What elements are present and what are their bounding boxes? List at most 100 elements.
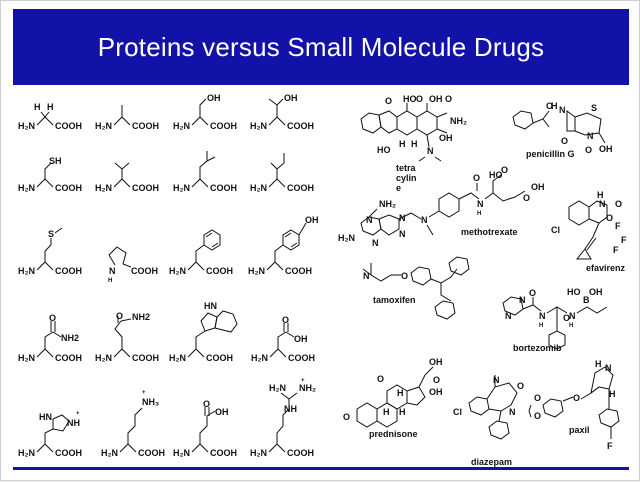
amino-acid-serine: H₂N OH COOH (173, 93, 237, 131)
svg-text:COOH: COOH (132, 353, 159, 363)
svg-text:O: O (573, 393, 580, 403)
svg-text:O: O (534, 411, 541, 421)
svg-text:H₂N: H₂N (173, 121, 190, 131)
svg-text:OH: OH (531, 182, 545, 192)
svg-text:HO: HO (377, 145, 391, 155)
svg-text:O: O (561, 136, 568, 146)
svg-text:Cl: Cl (453, 407, 462, 417)
svg-text:H₂N: H₂N (250, 448, 267, 458)
prednisone-label: prednisone (369, 429, 418, 439)
svg-text:OH: OH (439, 133, 453, 143)
drug-tetracycline: O HO O OH O NH₂ HO H H OH N tetra cylin … (360, 94, 467, 193)
amino-acid-tryptophan: H₂N HN COOH (169, 301, 238, 363)
svg-text:NH₂: NH₂ (379, 199, 396, 209)
amino-acid-glycine: H₂N H H COOH (18, 102, 82, 131)
svg-text:+: + (142, 390, 146, 396)
svg-text:HN: HN (204, 301, 217, 311)
svg-text:COOH: COOH (132, 121, 159, 131)
amino-acid-lysine: H₂N NH₃ + COOH (101, 390, 165, 458)
svg-text:H₂N: H₂N (169, 266, 186, 276)
svg-text:H₂N: H₂N (95, 121, 112, 131)
svg-text:SH: SH (49, 156, 62, 166)
amino-acid-valine: H₂N COOH (95, 162, 159, 193)
svg-text:NH₂: NH₂ (450, 116, 467, 126)
amino-acid-tyrosine: H₂N OH COOH (248, 215, 319, 276)
svg-text:H₂N: H₂N (251, 353, 268, 363)
svg-text:COOH: COOH (55, 121, 82, 131)
svg-text:H: H (477, 211, 481, 217)
svg-text:H₂N: H₂N (95, 183, 112, 193)
svg-text:N: N (569, 311, 576, 321)
svg-text:H₂N: H₂N (250, 121, 267, 131)
diazepam-label: diazepam (471, 457, 512, 467)
svg-text:COOH: COOH (55, 266, 82, 276)
drug-diazepam: N O N Cl diazepam (453, 375, 524, 467)
svg-text:NH: NH (67, 418, 80, 428)
svg-text:H₂N: H₂N (95, 353, 112, 363)
drug-methotrexate: NH₂ H₂N N N N N N O N H HO O OH O methot… (338, 165, 545, 248)
svg-text:H₂N: H₂N (101, 448, 118, 458)
svg-text:H: H (47, 102, 54, 112)
svg-text:H₂N: H₂N (173, 183, 190, 193)
svg-text:H: H (399, 139, 406, 149)
drug-prednisone: O O H H H OH O OH prednisone (343, 357, 443, 439)
svg-text:O: O (433, 375, 440, 385)
svg-text:H: H (383, 407, 390, 417)
svg-text:N: N (559, 105, 566, 115)
svg-text:O: O (49, 313, 56, 323)
svg-text:B: B (583, 295, 590, 305)
svg-text:H: H (34, 102, 41, 112)
svg-text:OH: OH (429, 357, 443, 367)
svg-text:COOH: COOH (287, 183, 314, 193)
svg-text:N: N (599, 199, 606, 209)
svg-text:O: O (501, 165, 508, 175)
svg-text:O: O (343, 412, 350, 422)
svg-text:N: N (539, 311, 546, 321)
svg-text:N: N (372, 238, 379, 248)
svg-text:OH: OH (215, 407, 229, 417)
svg-text:COOH: COOH (210, 448, 237, 458)
amino-acid-leucine: H₂N COOH (173, 151, 237, 193)
amino-acid-aspartate: H₂N O OH COOH (251, 315, 315, 363)
svg-text:COOH: COOH (210, 121, 237, 131)
drug-tamoxifen: N O tamoxifen (362, 256, 470, 320)
svg-text:COOH: COOH (206, 266, 233, 276)
tetracycline-label-2: cylin (396, 173, 417, 183)
svg-text:H: H (399, 407, 406, 417)
svg-text:+: + (301, 378, 305, 384)
svg-text:COOH: COOH (287, 121, 314, 131)
svg-text:OH: OH (429, 94, 443, 104)
amino-acid-threonine: H₂N OH COOH (250, 93, 314, 131)
svg-text:COOH: COOH (210, 183, 237, 193)
svg-text:COOH: COOH (138, 448, 165, 458)
amino-acid-isoleucine: H₂N COOH (250, 153, 314, 193)
svg-text:H: H (609, 389, 616, 399)
efavirenz-label: efavirenz (586, 263, 626, 273)
svg-text:COOH: COOH (287, 448, 314, 458)
svg-text:NH₂: NH₂ (299, 383, 316, 393)
svg-text:O: O (606, 213, 613, 223)
svg-text:OH: OH (599, 144, 613, 154)
svg-text:S: S (48, 229, 54, 239)
tamoxifen-label: tamoxifen (373, 295, 416, 305)
svg-text:O: O (445, 94, 452, 104)
amino-acid-glutamine: H₂N O NH2 COOH (95, 311, 159, 363)
svg-text:O: O (473, 173, 480, 183)
svg-text:O: O (546, 101, 553, 111)
svg-text:COOH: COOH (131, 266, 158, 276)
svg-text:H: H (397, 388, 404, 398)
svg-text:+: + (76, 411, 80, 417)
svg-text:OH: OH (284, 93, 298, 103)
svg-text:N: N (605, 363, 612, 373)
svg-text:N: N (519, 295, 526, 305)
svg-text:OH: OH (305, 215, 319, 225)
svg-text:O: O (615, 199, 622, 209)
svg-text:N: N (505, 311, 512, 321)
amino-acid-histidine: H₂N HN NH + COOH (18, 411, 82, 458)
tetracycline-label-3: e (396, 183, 401, 193)
svg-text:OH: OH (429, 387, 443, 397)
drug-bortezomib: N N O N H O N H B HO OH bortezomib (502, 287, 608, 353)
svg-text:OH: OH (294, 334, 308, 344)
svg-text:O: O (585, 145, 592, 155)
